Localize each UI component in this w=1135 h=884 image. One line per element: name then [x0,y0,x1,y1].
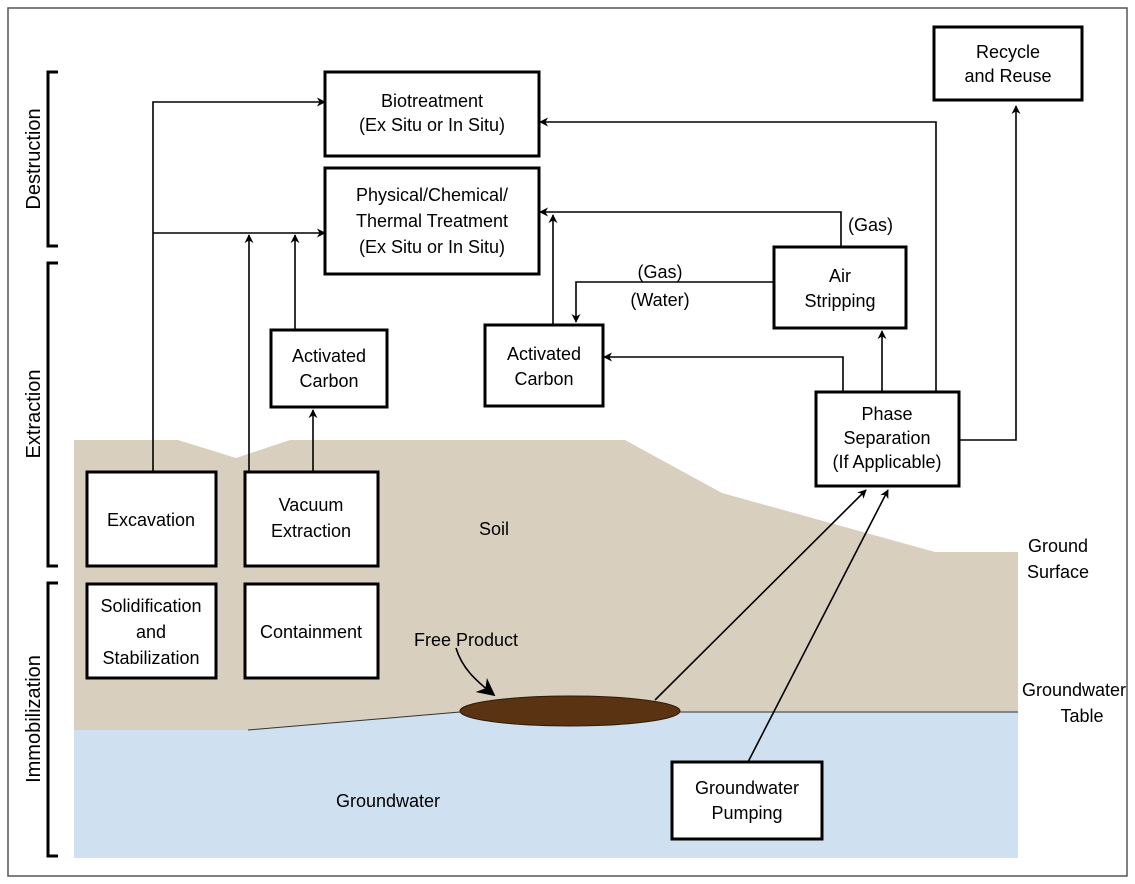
air-stripping-gas-to-physchem-arrow [539,207,842,247]
ground-surface-label-1: Ground [1028,536,1088,556]
biotreatment-line-1: Biotreatment [381,91,483,111]
phase-sep-line-1: Phase [861,404,912,424]
air-stripping-line-2: Stripping [804,291,875,311]
physchem-box: Physical/Chemical/ Thermal Treatment (Ex… [323,166,541,276]
solidification-box: Solidification and Stabilization [85,582,218,680]
groundwater-label: Groundwater [336,791,440,811]
extraction-bracket [46,261,58,568]
excavation-line-1: Excavation [107,510,195,530]
connectors [152,97,1021,763]
physchem-line-3: (Ex Situ or In Situ) [359,237,505,257]
recycle-line-1: Recycle [976,42,1040,62]
vacuum-line-2: Extraction [271,521,351,541]
gw-pumping-line-1: Groundwater [695,778,799,798]
carbon-mid-line-2: Carbon [514,369,573,389]
free-product-pointer-arrow [455,647,496,697]
side-brackets [46,70,58,858]
containment-line-1: Containment [260,622,362,642]
phase-sep-line-3: (If Applicable) [832,452,941,472]
ground-surface-label-2: Surface [1027,562,1089,582]
immobilization-label: Immobilization [23,655,45,783]
recycle-box: Recycle and Reuse [932,25,1084,102]
soil-label: Soil [479,519,509,539]
excavation-to-biotreatment-arrow [152,97,326,472]
destruction-bracket [46,70,58,248]
activated-carbon-left-box: Activated Carbon [269,328,389,409]
solidification-line-2: and [136,622,166,642]
free-product-lens [459,695,681,727]
gw-table-label-2: Table [1060,706,1103,726]
air-stripping-line-1: Air [829,266,851,286]
phase-sep-to-biotreatment-arrow [539,117,937,392]
physchem-line-2: Thermal Treatment [356,211,508,231]
air-stripping-to-carbon-mid-arrow [571,281,774,323]
air-stripping-box: Air Stripping [772,245,908,330]
extraction-label: Extraction [23,370,45,459]
phase-sep-to-recycle-arrow [960,105,1021,441]
solidification-line-3: Stabilization [102,648,199,668]
activated-carbon-mid-box: Activated Carbon [483,323,605,408]
containment-box: Containment [243,582,380,680]
biotreatment-box: Biotreatment (Ex Situ or In Situ) [323,70,541,158]
gas-top-label: (Gas) [848,215,893,235]
gw-pumping-line-2: Pumping [711,803,782,823]
gw-table-label-1: Groundwater [1022,680,1126,700]
vacuum-extraction-box: Vacuum Extraction [243,470,380,568]
phase-sep-line-2: Separation [843,428,930,448]
groundwater-boundary [247,711,461,731]
free-product-label: Free Product [414,630,518,650]
excavation-box: Excavation [85,470,218,568]
carbon-left-line-1: Activated [292,346,366,366]
carbon-left-line-2: Carbon [299,371,358,391]
phase-separation-box: Phase Separation (If Applicable) [814,390,961,488]
biotreatment-line-2: (Ex Situ or In Situ) [359,115,505,135]
outer-frame [7,7,1128,877]
solidification-line-1: Solidification [100,596,201,616]
physchem-line-1: Physical/Chemical/ [356,185,508,205]
destruction-label: Destruction [23,108,45,209]
carbon-mid-line-1: Activated [507,344,581,364]
vacuum-line-1: Vacuum [279,495,344,515]
free-product-to-phase-sep-arrow [654,489,867,701]
gas-mid-label: (Gas) [638,262,683,282]
gw-pumping-to-phase-sep-arrow [747,489,889,763]
recycle-line-2: and Reuse [964,66,1051,86]
water-mid-label: (Water) [630,290,689,310]
immobilization-bracket [46,581,58,858]
groundwater-pumping-box: Groundwater Pumping [670,760,824,841]
phase-sep-to-carbon-mid-arrow [603,352,844,392]
groundwater-layer [74,712,1018,858]
